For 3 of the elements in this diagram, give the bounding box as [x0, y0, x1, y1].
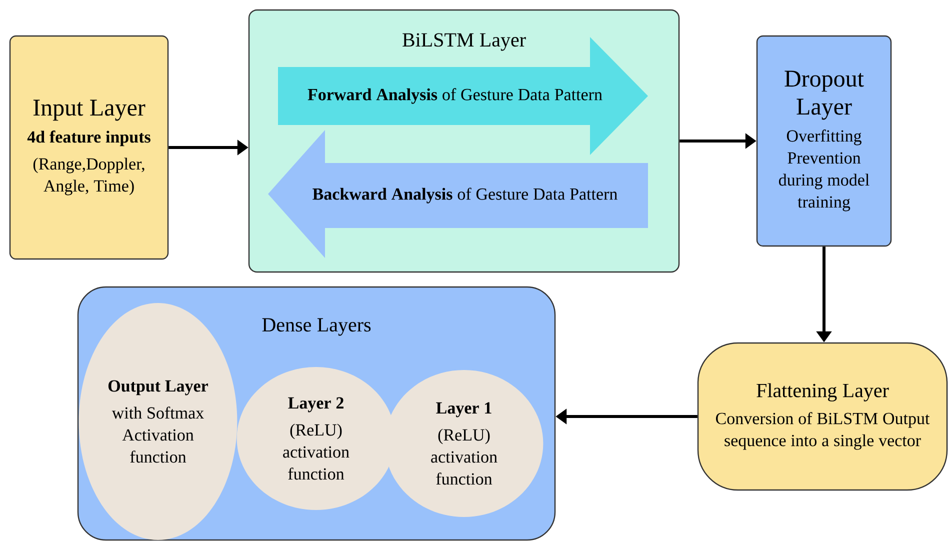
input-layer-box: Input Layer 4d feature inputs (Range,Doppler, Angle, Time) [9, 35, 169, 260]
dropout-layer-box: Dropout Layer Overfitting Prevention during model training [756, 35, 892, 247]
flattening-layer-box: Flattening Layer Conversion of BiLSTM Output sequence into a single vector [697, 342, 948, 491]
